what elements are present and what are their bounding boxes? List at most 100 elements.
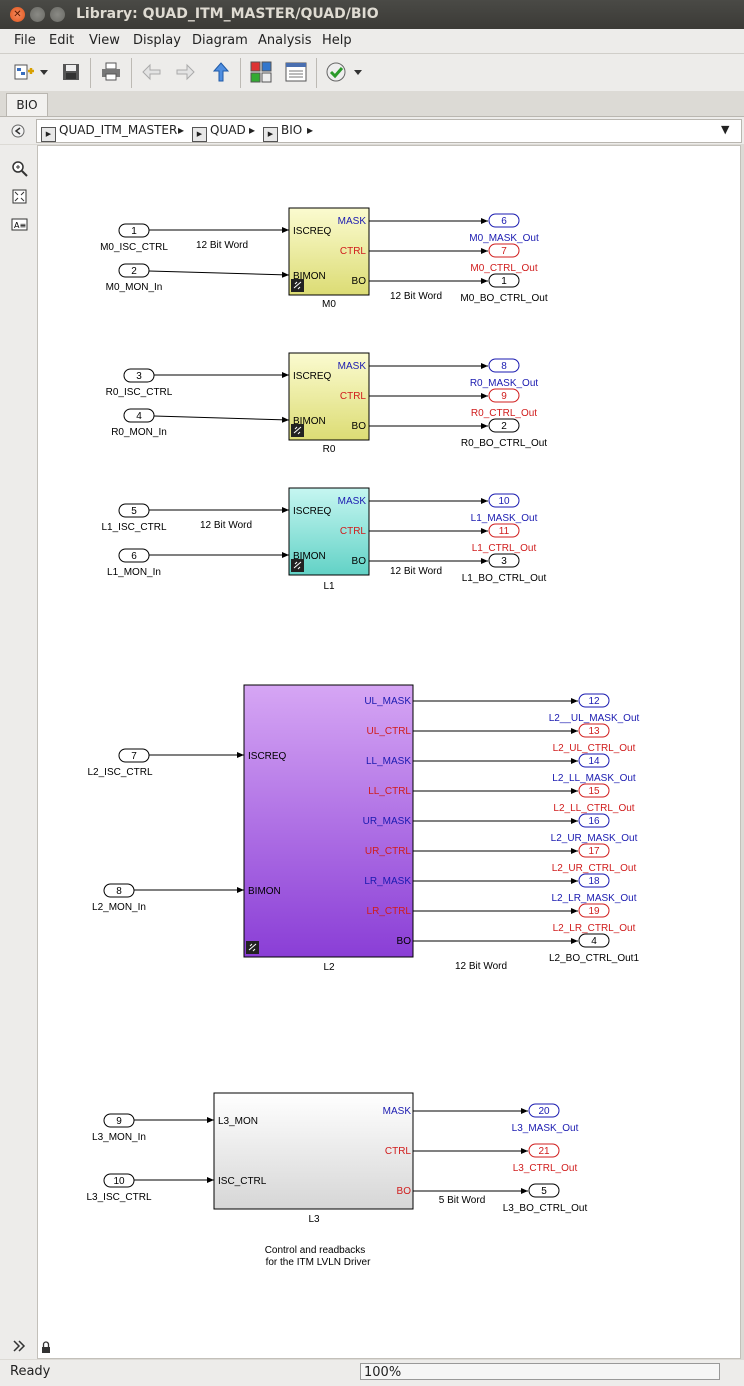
port-name: R0_CTRL_Out — [471, 408, 537, 419]
model-canvas[interactable]: ISCREQ BIMON MASK CTRL BO M0 1 M0_ISC_CT… — [37, 145, 741, 1359]
toolbar-separator — [131, 58, 132, 88]
outport-4[interactable]: 4 — [578, 933, 610, 948]
outport-14[interactable]: 14 — [578, 753, 610, 768]
annotation-icon[interactable]: A≡ — [11, 216, 28, 233]
in-port-label: BIMON — [293, 271, 326, 282]
subsystem-l2[interactable]: ISCREQ BIMON UL_MASK UL_CTRL LL_MASK LL_… — [243, 684, 414, 973]
inport-3[interactable]: 3 — [123, 368, 155, 383]
in-port-label: L3_MON — [218, 1116, 258, 1127]
subsystem-r0[interactable]: ISCREQ BIMON MASK CTRL BO R0 — [288, 352, 370, 455]
inport-2[interactable]: 2 — [118, 263, 150, 278]
new-model-icon[interactable] — [12, 60, 36, 84]
port-name: L2_BO_CTRL_Out1 — [549, 953, 639, 964]
forward-arrow-icon[interactable] — [173, 60, 197, 84]
port-name: M0_ISC_CTRL — [100, 242, 168, 253]
signal-line[interactable] — [148, 270, 290, 278]
fit-to-view-icon[interactable] — [11, 188, 28, 205]
chevron-down-icon[interactable]: ▼ — [721, 123, 730, 136]
menu-diagram[interactable]: Diagram — [192, 33, 248, 48]
port-name: L2_LL_MASK_Out — [552, 773, 636, 784]
svg-text:20: 20 — [538, 1106, 550, 1117]
signal-line[interactable] — [153, 415, 290, 423]
toolbar-separator — [90, 58, 91, 88]
menu-file[interactable]: File — [14, 33, 36, 48]
signal-label: 12 Bit Word — [455, 961, 507, 972]
port-name: L2_LR_CTRL_Out — [553, 923, 636, 934]
back-arrow-icon[interactable] — [140, 60, 164, 84]
outport-20[interactable]: 20 — [528, 1103, 560, 1118]
menu-help[interactable]: Help — [322, 33, 352, 48]
menu-view[interactable]: View — [89, 33, 120, 48]
outport-8[interactable]: 8 — [488, 358, 520, 373]
inport-5[interactable]: 5 — [118, 503, 150, 518]
outport-9[interactable]: 9 — [488, 388, 520, 403]
subsystem-l1[interactable]: ISCREQ BIMON MASK CTRL BO L1 — [288, 487, 370, 592]
minimize-icon[interactable] — [30, 7, 45, 22]
maximize-icon[interactable] — [50, 7, 65, 22]
out-port-label: BO — [397, 1186, 412, 1197]
chevron-down-icon[interactable] — [350, 60, 366, 84]
navigation-row: ▶QUAD_ITM_MASTER ▸ ▶QUAD ▸ ▶BIO ▸ ▼ — [0, 117, 744, 144]
outport-6[interactable]: 6 — [488, 213, 520, 228]
outport-5[interactable]: 5 — [528, 1183, 560, 1198]
save-icon[interactable] — [59, 60, 83, 84]
port-name: M0_MON_In — [106, 282, 163, 293]
menu-analysis[interactable]: Analysis — [258, 33, 312, 48]
subsystem-l3[interactable]: L3_MON ISC_CTRL MASK CTRL BO L3 — [213, 1092, 414, 1225]
block-body[interactable] — [243, 684, 414, 958]
menu-display[interactable]: Display — [133, 33, 181, 48]
svg-text:1: 1 — [501, 276, 507, 287]
outport-18[interactable]: 18 — [578, 873, 610, 888]
outport-16[interactable]: 16 — [578, 813, 610, 828]
inport-9[interactable]: 9 — [103, 1113, 135, 1128]
outport-15[interactable]: 15 — [578, 783, 610, 798]
block-name: R0 — [323, 444, 336, 455]
port-name: R0_MON_In — [111, 427, 167, 438]
in-port-label: ISCREQ — [293, 371, 332, 382]
chevron-right-icon: ▸ — [178, 123, 185, 137]
out-port-label: UL_CTRL — [367, 726, 412, 737]
out-port-label: CTRL — [340, 246, 367, 257]
close-icon[interactable]: ✕ — [10, 7, 25, 22]
subsystem-m0[interactable]: ISCREQ BIMON MASK CTRL BO M0 — [288, 207, 370, 310]
outport-3[interactable]: 3 — [488, 553, 520, 568]
outport-12[interactable]: 12 — [578, 693, 610, 708]
inport-8[interactable]: 8 — [103, 883, 135, 898]
outport-2[interactable]: 2 — [488, 418, 520, 433]
up-arrow-icon[interactable] — [209, 60, 233, 84]
inport-7[interactable]: 7 — [118, 748, 150, 763]
library-browser-icon[interactable] — [249, 60, 273, 84]
outport-13[interactable]: 13 — [578, 723, 610, 738]
model-explorer-icon[interactable] — [284, 60, 308, 84]
out-port-label: BO — [352, 421, 367, 432]
print-icon[interactable] — [99, 60, 123, 84]
chevron-down-icon[interactable] — [36, 60, 52, 84]
svg-text:2: 2 — [501, 421, 507, 432]
out-port-label: MASK — [338, 496, 367, 507]
out-port-label: UR_CTRL — [365, 846, 412, 857]
outport-7[interactable]: 7 — [488, 243, 520, 258]
out-port-label: BO — [397, 936, 412, 947]
inport-4[interactable]: 4 — [123, 408, 155, 423]
svg-text:1: 1 — [131, 226, 137, 237]
menu-edit[interactable]: Edit — [49, 33, 75, 48]
outport-19[interactable]: 19 — [578, 903, 610, 918]
tab-bio[interactable]: BIO — [6, 93, 48, 116]
hide-explorer-icon[interactable] — [10, 123, 26, 139]
outport-10[interactable]: 10 — [488, 493, 520, 508]
inport-6[interactable]: 6 — [118, 548, 150, 563]
outport-21[interactable]: 21 — [528, 1143, 560, 1158]
zoom-icon[interactable] — [11, 160, 28, 177]
breadcrumb-item-quad-itm-master[interactable]: ▶QUAD_ITM_MASTER — [41, 123, 177, 142]
port-name: L2_LR_MASK_Out — [551, 893, 636, 904]
breadcrumb-item-quad[interactable]: ▶QUAD — [192, 123, 246, 142]
inport-10[interactable]: 10 — [103, 1173, 135, 1188]
inport-1[interactable]: 1 — [118, 223, 150, 238]
check-icon[interactable] — [324, 60, 348, 84]
expand-double-chevron-icon[interactable] — [12, 1339, 26, 1353]
breadcrumb-item-bio[interactable]: ▶BIO — [263, 123, 302, 142]
outport-1[interactable]: 1 — [488, 273, 520, 288]
outport-11[interactable]: 11 — [488, 523, 520, 538]
out-port-label: BO — [352, 276, 367, 287]
outport-17[interactable]: 17 — [578, 843, 610, 858]
